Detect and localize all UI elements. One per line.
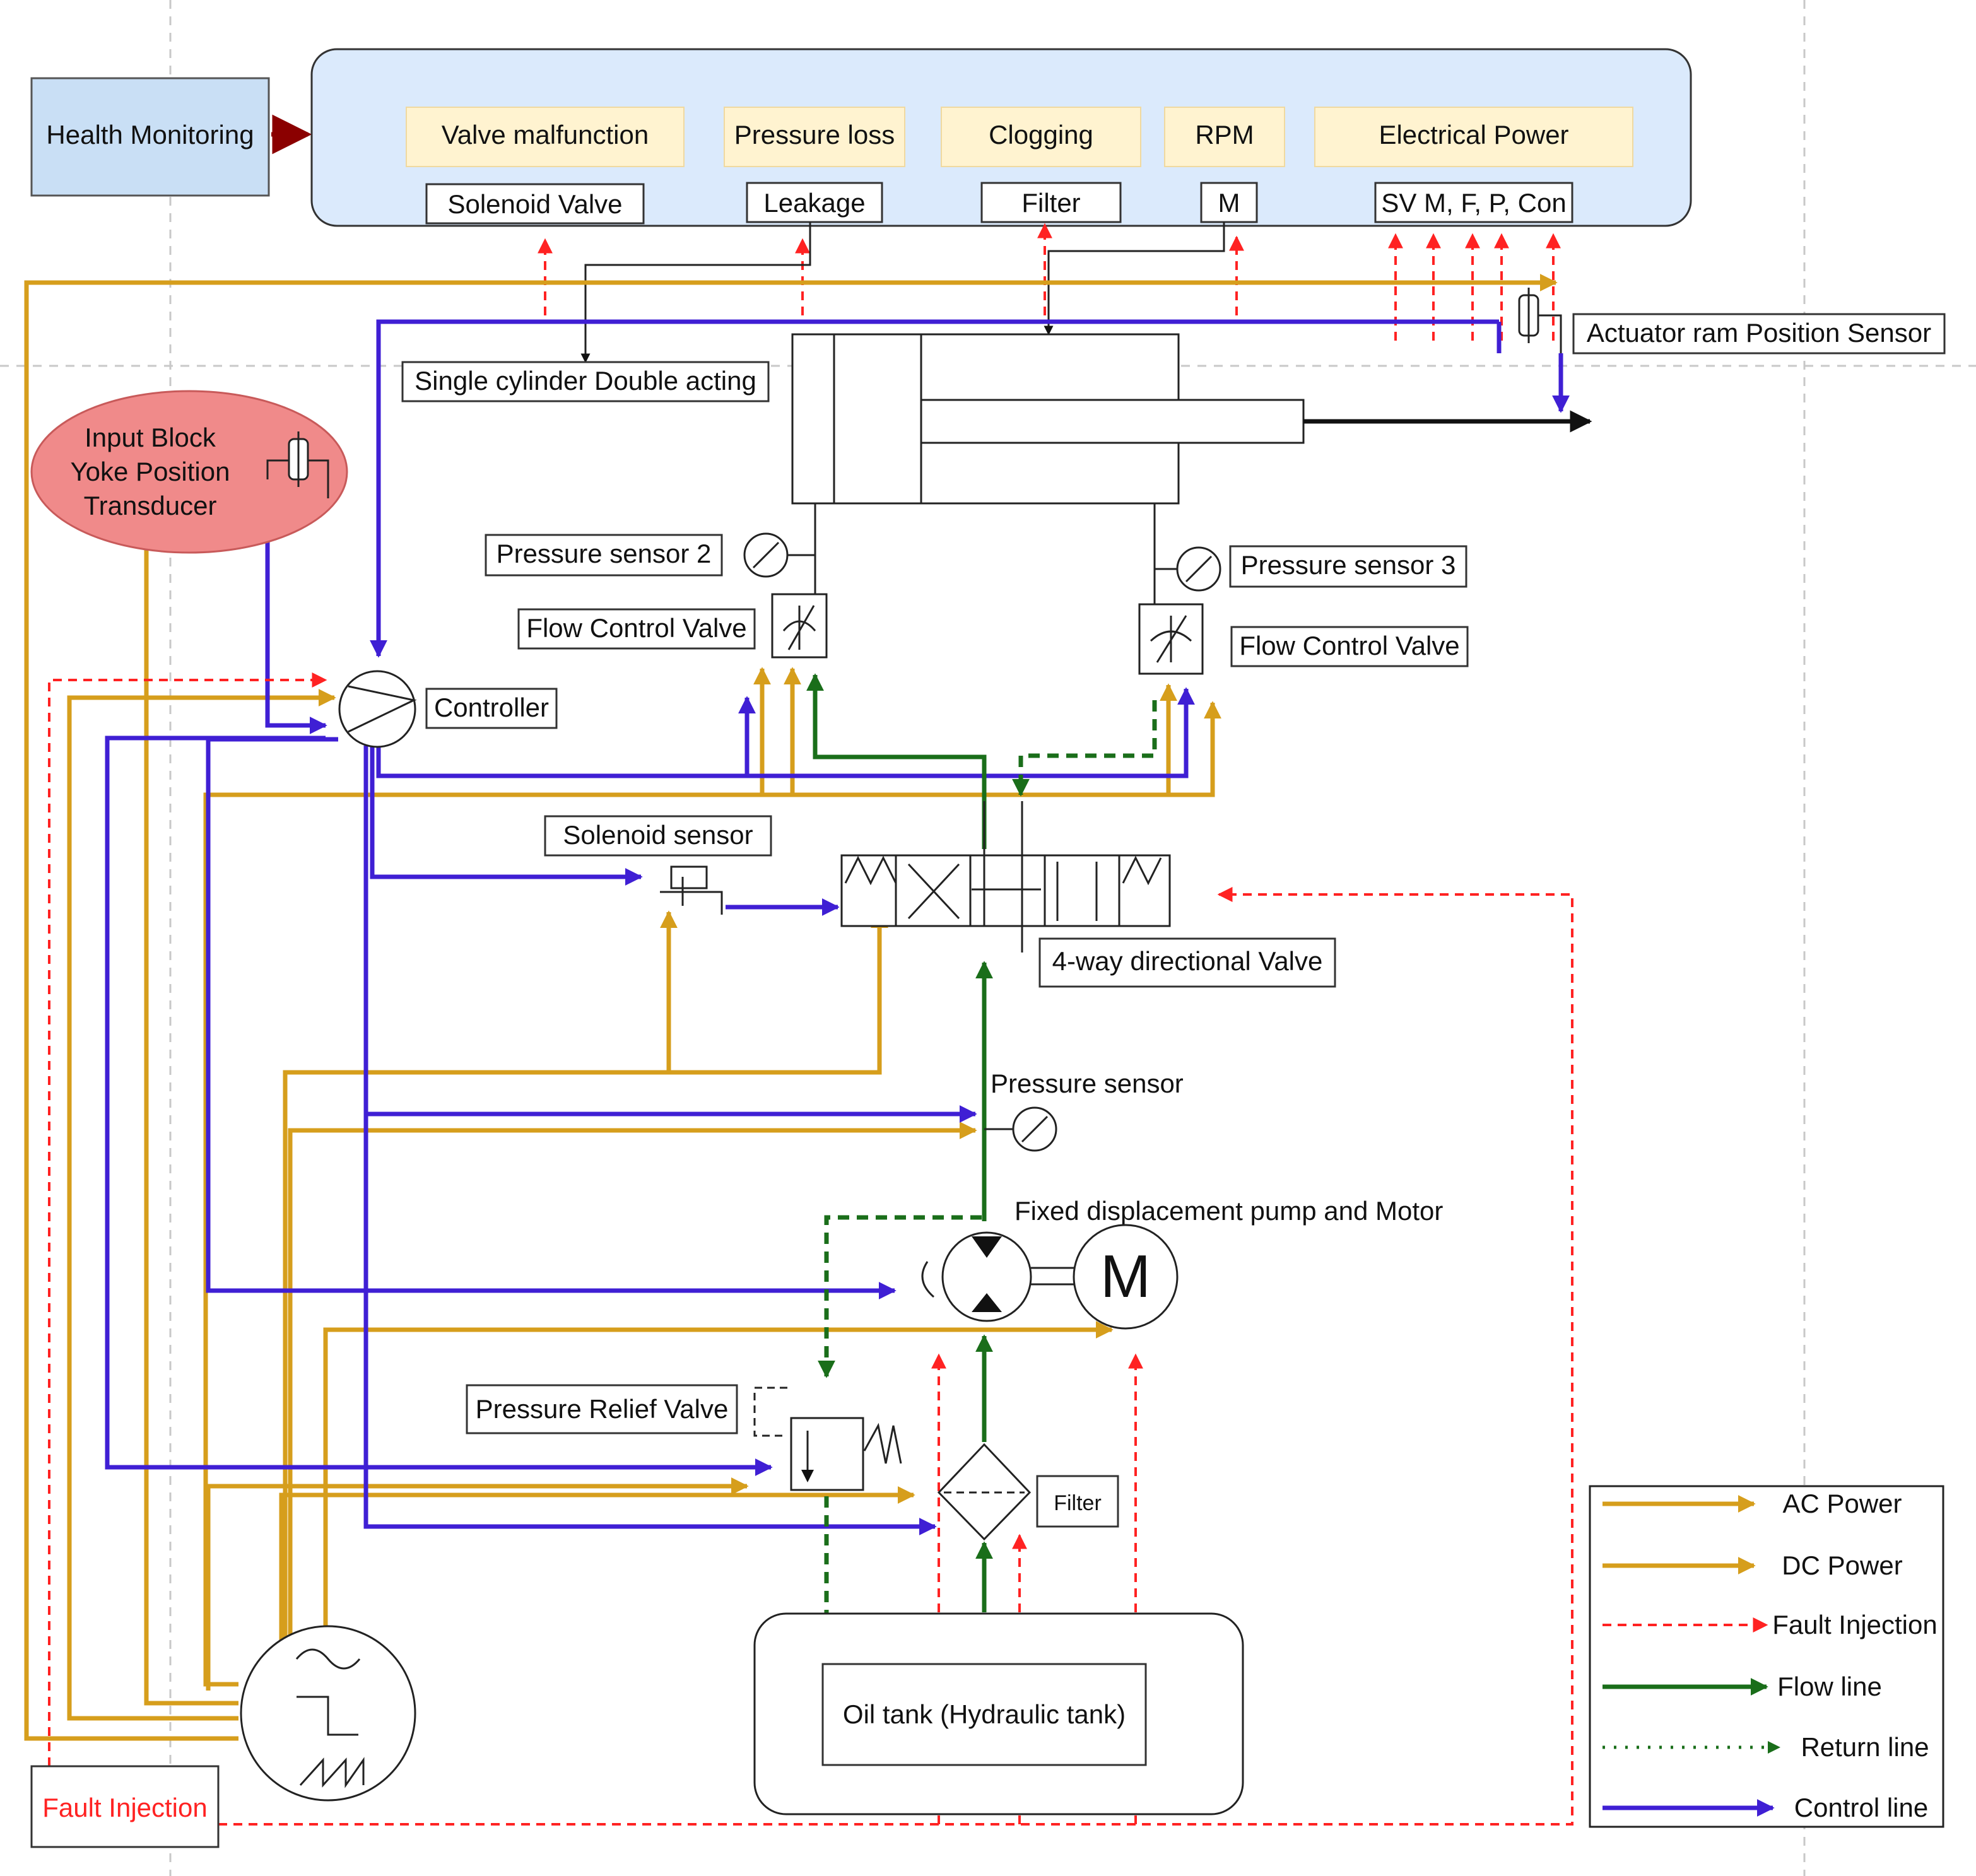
svg-text:Flow Control Valve: Flow Control Valve xyxy=(526,613,746,643)
svg-text:Pressure sensor 3: Pressure sensor 3 xyxy=(1241,550,1456,580)
fault-category-pressure: Pressure loss Leakage xyxy=(724,107,905,223)
motor-symbol: M xyxy=(1100,1243,1151,1310)
solenoid-sensor: Solenoid sensor xyxy=(544,815,772,915)
flow-control-valve-right: Flow Control Valve xyxy=(1138,603,1469,675)
svg-text:4-way directional Valve: 4-way directional Valve xyxy=(1052,946,1323,976)
svg-text:M: M xyxy=(1218,188,1240,218)
fault-injection-source: Fault Injection xyxy=(30,1765,220,1848)
legend-fault-label: Fault Injection xyxy=(1772,1610,1937,1639)
input-block-transducer: Input Block Yoke Position Transducer xyxy=(30,390,348,554)
leader-lines xyxy=(580,222,1225,363)
controller: Controller xyxy=(338,670,558,748)
legend-dc-label: DC Power xyxy=(1782,1551,1902,1580)
pressure-sensor-3: Pressure sensor 3 xyxy=(1153,503,1467,604)
svg-text:Flow Control Valve: Flow Control Valve xyxy=(1239,631,1459,660)
svg-text:Oil tank (Hydraulic tank): Oil tank (Hydraulic tank) xyxy=(843,1699,1126,1729)
fault-category-rpm: RPM M xyxy=(1164,107,1285,223)
pump-and-motor: Fixed displacement pump and Motor M xyxy=(921,1196,1443,1330)
control-lines xyxy=(105,319,1570,1535)
svg-text:Filter: Filter xyxy=(1054,1491,1102,1515)
svg-text:Pressure sensor 2: Pressure sensor 2 xyxy=(497,539,712,568)
svg-text:Transducer: Transducer xyxy=(84,491,217,520)
svg-text:Electrical Power: Electrical Power xyxy=(1379,120,1568,149)
svg-text:Yoke Position: Yoke Position xyxy=(71,457,230,486)
svg-text:Leakage: Leakage xyxy=(763,188,865,218)
svg-text:Solenoid Valve: Solenoid Valve xyxy=(447,189,622,219)
legend-return-label: Return line xyxy=(1801,1732,1929,1762)
svg-text:Actuator ram Position Sensor: Actuator ram Position Sensor xyxy=(1587,318,1931,348)
svg-text:Clogging: Clogging xyxy=(989,120,1093,149)
svg-text:Pressure sensor: Pressure sensor xyxy=(991,1069,1184,1098)
svg-text:Controller: Controller xyxy=(434,693,549,722)
health-monitoring-box xyxy=(30,77,270,197)
filter: Filter xyxy=(937,1443,1119,1541)
svg-text:Input Block: Input Block xyxy=(85,423,216,452)
pressure-sensor-2: Pressure sensor 2 xyxy=(485,503,816,595)
svg-text:Pressure Relief Valve: Pressure Relief Valve xyxy=(476,1394,729,1424)
main-pressure-sensor: Pressure sensor xyxy=(984,1069,1184,1152)
signal-generator xyxy=(240,1625,416,1802)
health-monitoring-title: Health Monitoring xyxy=(46,120,254,149)
svg-text:Valve malfunction: Valve malfunction xyxy=(442,120,649,149)
legend-control-label: Control line xyxy=(1794,1793,1928,1822)
fault-category-electrical: Electrical Power SV M, F, P, Con xyxy=(1314,107,1633,223)
svg-text:RPM: RPM xyxy=(1195,120,1254,149)
svg-text:Pressure loss: Pressure loss xyxy=(734,120,895,149)
flow-control-valve-left: Flow Control Valve xyxy=(517,593,828,659)
actuator-ram-position-sensor: Actuator ram Position Sensor xyxy=(1518,288,1946,355)
legend-flow-label: Flow line xyxy=(1777,1672,1882,1701)
fault-category-clogging: Clogging Filter xyxy=(941,107,1141,223)
svg-text:SV M, F, P, Con: SV M, F, P, Con xyxy=(1381,188,1566,218)
svg-text:Solenoid sensor: Solenoid sensor xyxy=(563,820,753,850)
svg-text:Fixed displacement pump and Mo: Fixed displacement pump and Motor xyxy=(1014,1196,1443,1226)
svg-text:Filter: Filter xyxy=(1021,188,1080,218)
svg-text:Fault Injection: Fault Injection xyxy=(42,1793,207,1822)
svg-text:Single cylinder Double acting: Single cylinder Double acting xyxy=(415,366,756,396)
double-acting-cylinder: Single cylinder Double acting xyxy=(401,333,1592,505)
legend: AC Power DC Power Fault Injection Flow l… xyxy=(1589,1485,1944,1828)
fault-category-valve: Valve malfunction Solenoid Valve xyxy=(406,107,685,225)
legend-ac-label: AC Power xyxy=(1782,1489,1902,1518)
oil-tank: Oil tank (Hydraulic tank) xyxy=(753,1612,1244,1815)
pressure-relief-valve: Pressure Relief Valve xyxy=(466,1384,902,1491)
four-way-directional-valve: 4-way directional Valve xyxy=(840,801,1336,988)
